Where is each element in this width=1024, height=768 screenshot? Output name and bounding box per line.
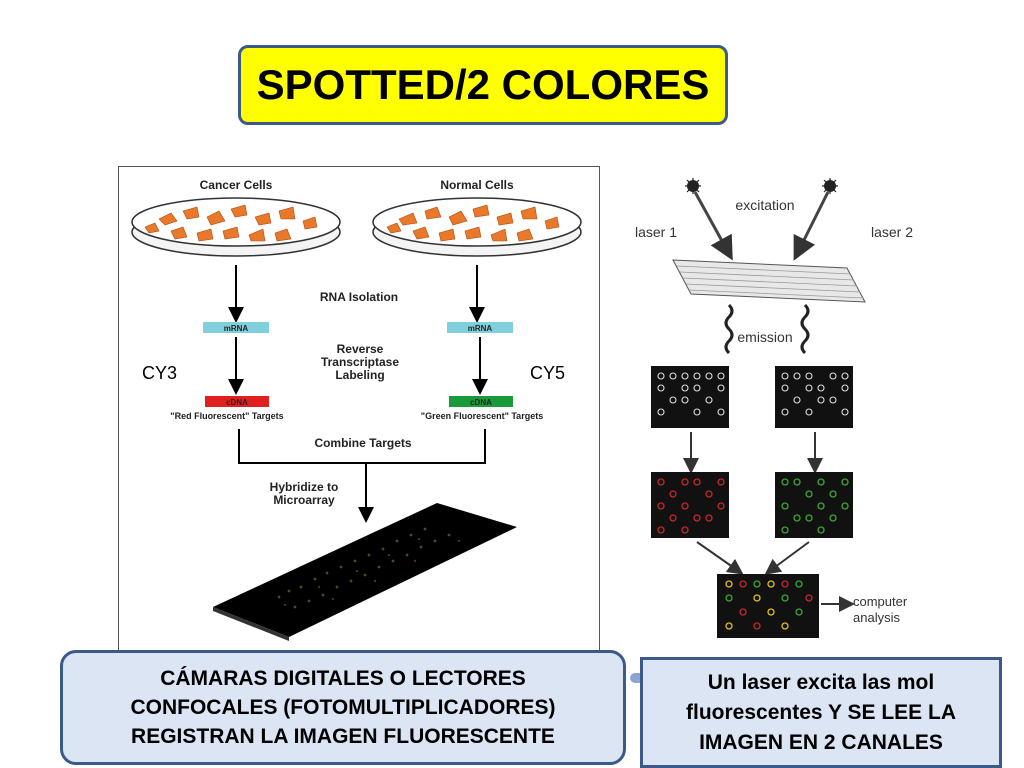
- normal-cells-label: Normal Cells: [440, 178, 514, 192]
- excitation-arrow-2: [793, 191, 830, 261]
- rna-isolation-label: RNA Isolation: [320, 290, 398, 304]
- emission-wave-2: [800, 303, 810, 355]
- two-color-workflow-figure: Cancer Cells Normal Cells: [118, 166, 600, 658]
- cdna-right-label: cDNA: [470, 398, 492, 407]
- mrna-right-label: mRNA: [468, 324, 493, 333]
- reverse-label-line1: Reverse: [337, 342, 384, 356]
- cancer-cells-dish: [131, 197, 341, 257]
- microarray-slide: [213, 503, 517, 641]
- computer-analysis-line1: computer: [853, 594, 908, 609]
- arrow-red-to-merged: [696, 541, 744, 575]
- workflow-diagram: Cancer Cells Normal Cells: [131, 178, 582, 641]
- hybridize-label-line1: Hybridize to: [270, 480, 339, 494]
- normal-cells: [386, 204, 560, 242]
- laser-source-2-icon: [822, 178, 838, 194]
- scanning-diagram: excitation laser 1 laser 2 emission: [635, 178, 913, 638]
- excitation-label: excitation: [735, 197, 794, 213]
- cdna-red-box: [205, 396, 269, 407]
- cancer-cells: [144, 204, 318, 242]
- computer-analysis-line2: analysis: [853, 610, 900, 625]
- combine-targets-label: Combine Targets: [314, 436, 411, 450]
- cy5-label: CY5: [530, 363, 566, 383]
- cy3-label: CY3: [142, 363, 178, 383]
- laser1-label: laser 1: [635, 224, 677, 240]
- laser-source-1-icon: [685, 178, 701, 194]
- cdna-green-box: [449, 396, 513, 407]
- arrow-green-to-merged: [764, 541, 810, 575]
- mrna-right-box: [447, 322, 513, 333]
- green-targets-label: "Green Fluorescent" Targets: [421, 411, 543, 421]
- scan-channel-1-gray: [651, 366, 729, 428]
- emission-label: emission: [737, 329, 792, 345]
- cancer-cells-label: Cancer Cells: [200, 178, 273, 192]
- reverse-label-line2: Transcriptase: [321, 355, 399, 369]
- hybridize-label-line2: Microarray: [273, 493, 335, 507]
- combine-targets-bracket: [238, 429, 486, 464]
- cdna-left-label: cDNA: [226, 398, 248, 407]
- slide-title: SPOTTED/2 COLORES: [238, 45, 728, 125]
- mrna-left-box: [203, 322, 269, 333]
- callout-laser-channels: Un laser excita las mol fluorescentes Y …: [640, 657, 1002, 768]
- callout-detectors: CÁMARAS DIGITALES O LECTORES CONFOCALES …: [60, 650, 626, 765]
- red-targets-label: "Red Fluorescent" Targets: [170, 411, 283, 421]
- mrna-left-label: mRNA: [224, 324, 249, 333]
- laser-scanning-figure: excitation laser 1 laser 2 emission: [625, 170, 930, 645]
- normal-cells-dish: [372, 197, 582, 257]
- reverse-label-line3: Labeling: [335, 368, 384, 382]
- scan-channel-2-gray: [775, 366, 853, 428]
- emission-wave-1: [724, 303, 734, 355]
- excitation-arrow-1: [693, 191, 733, 261]
- microarray-slide-scan: [672, 259, 866, 303]
- laser2-label: laser 2: [871, 224, 913, 240]
- callout-connector: [630, 673, 644, 683]
